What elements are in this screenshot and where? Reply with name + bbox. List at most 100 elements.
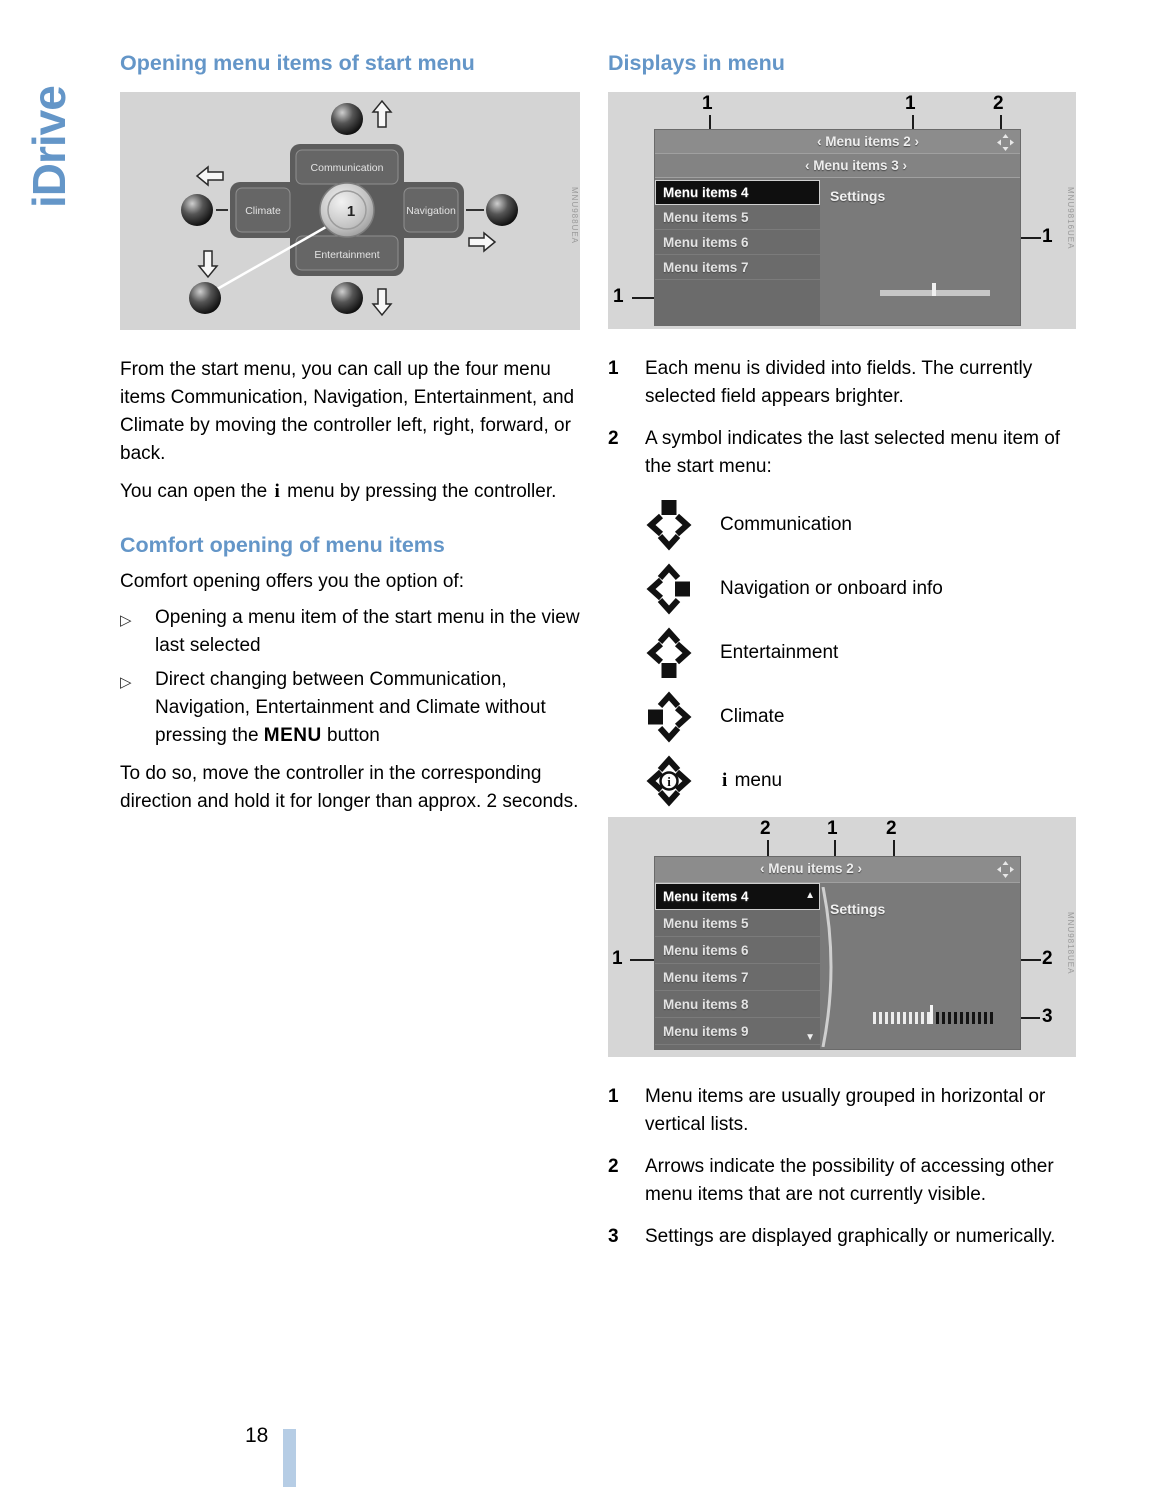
- scale-right-ticks: [936, 1012, 993, 1024]
- bullet-text: Direct changing between Communication, N…: [155, 666, 580, 750]
- symbol-row-communication: Communication: [608, 499, 1076, 551]
- callout-line: [1021, 959, 1041, 961]
- numbered-item: 3 Settings are displayed graphically or …: [608, 1223, 1076, 1251]
- svg-text:i: i: [667, 774, 671, 789]
- item-number: 2: [608, 1156, 619, 1177]
- item-number: 1: [608, 1086, 619, 1107]
- header-menu-item: ‹ Menu items 2 ›: [817, 134, 920, 149]
- controller-sphere-left: [181, 194, 213, 226]
- paragraph-comfort-intro: Comfort opening offers you the option of…: [120, 571, 464, 592]
- item-text: Arrows indicate the possibility of acces…: [645, 1156, 1054, 1205]
- text-fragment: button: [327, 725, 380, 746]
- i-menu-symbol: i: [722, 770, 728, 791]
- menu-item: Menu items 9: [655, 1018, 820, 1045]
- paragraph-open-i-menu: You can open the i menu by pressing the …: [120, 478, 580, 506]
- callout-line: [1000, 115, 1002, 144]
- figure-code: MNU988UEA: [570, 187, 579, 245]
- symbol-row-i-menu: i i menu: [608, 755, 1076, 807]
- i-menu-symbol: i: [274, 481, 280, 502]
- callout-number: 1: [905, 93, 916, 114]
- callout-number: 1: [612, 948, 623, 969]
- callout-line: [1021, 237, 1041, 239]
- callout-line: [767, 840, 769, 864]
- display-screen: ‹ Menu items 2 › ‹ Menu items 3 › Menu i…: [655, 130, 1020, 325]
- numbered-item: 2 Arrows indicate the possibility of acc…: [608, 1153, 1076, 1209]
- right-column: Displays in menu 1 1 2 1 1 ‹ Menu items …: [608, 50, 1076, 1251]
- heading-comfort-opening: Comfort opening of menu items: [120, 533, 445, 557]
- label-navigation: Navigation: [406, 205, 456, 217]
- numbered-item: 1 Menu items are usually grouped in hori…: [608, 1083, 1076, 1139]
- left-column: Opening menu items of start menu: [120, 50, 580, 816]
- page-number: 18: [245, 1424, 269, 1447]
- label-entertainment: Entertainment: [314, 249, 379, 261]
- scroll-down-arrow-icon: ▼: [805, 1032, 815, 1043]
- symbol-label: Communication: [720, 514, 852, 535]
- symbol-row-climate: Climate: [608, 691, 1076, 743]
- controller-diagram-graphic: Communication Entertainment Climate Navi…: [120, 92, 580, 330]
- list-scroll-bracket: [821, 887, 833, 1047]
- scale-left-ticks: [873, 1012, 930, 1024]
- figure-menu-display-1: 1 1 2 1 1 ‹ Menu items 2 › ‹ Menu items …: [608, 92, 1076, 329]
- nav-cross-icon: [997, 861, 1014, 878]
- item-text: Settings are displayed graphically or nu…: [645, 1226, 1056, 1247]
- header-menu-item: ‹ Menu items 2 ›: [760, 861, 863, 876]
- scroll-up-arrow-icon: ▲: [805, 890, 815, 901]
- settings-scale: [873, 1005, 993, 1024]
- nav-cross-icon: [997, 134, 1014, 151]
- menu-item: Menu items 7: [655, 964, 820, 991]
- item-number: 1: [608, 358, 619, 379]
- bullet-item: ▷ Opening a menu item of the start menu …: [120, 604, 580, 660]
- callout-number: 1: [702, 93, 713, 114]
- controller-sphere-bottom: [331, 282, 363, 314]
- screen-header-row: ‹ Menu items 2 ›: [655, 130, 1020, 154]
- label-climate: Climate: [245, 205, 281, 217]
- idrive-vertical-label: iDrive: [23, 86, 75, 208]
- callout-number: 2: [993, 93, 1004, 114]
- entertainment-direction-icon: [646, 627, 692, 678]
- menu-item: Menu items 5: [655, 205, 820, 230]
- controller-sphere-press: [189, 282, 221, 314]
- navigation-direction-icon: [646, 563, 690, 615]
- callout-line: [632, 297, 654, 299]
- item-text: A symbol indicates the last selected men…: [645, 428, 1061, 477]
- menu-item: Menu items 5: [655, 910, 820, 937]
- knob-callout-number: 1: [347, 203, 355, 220]
- i-menu-direction-icon: i: [646, 755, 692, 807]
- figure-controller-diagram: Communication Entertainment Climate Navi…: [120, 92, 580, 330]
- callout-number: 3: [1042, 1006, 1053, 1027]
- slider-tick: [932, 283, 936, 296]
- settings-label: Settings: [830, 901, 886, 917]
- screen-menu-list: Menu items 4 Menu items 5 Menu items 6 M…: [655, 180, 820, 325]
- menu-item: Menu items 6: [655, 230, 820, 255]
- item-text: Menu items are usually grouped in horizo…: [645, 1086, 1046, 1135]
- callout-line: [834, 840, 836, 864]
- heading-opening-menu-items: Opening menu items of start menu: [120, 51, 475, 75]
- symbol-label: Entertainment: [720, 642, 839, 663]
- symbol-row-navigation: Navigation or onboard info: [608, 563, 1076, 615]
- triangle-bullet-icon: ▷: [120, 674, 132, 691]
- symbol-label: Climate: [720, 706, 785, 727]
- screen-header-row: ‹ Menu items 3 ›: [655, 154, 1020, 178]
- text-fragment: menu: [734, 770, 783, 791]
- menu-item: Menu items 6: [655, 937, 820, 964]
- page-number-bar: [283, 1429, 296, 1487]
- bullet-text: Opening a menu item of the start menu in…: [155, 607, 580, 656]
- callout-number: 2: [1042, 948, 1053, 969]
- text-fragment: menu by pressing the controller.: [287, 481, 557, 502]
- communication-direction-icon: [646, 500, 692, 551]
- text-fragment: You can open the: [120, 481, 268, 502]
- screen-menu-list: Menu items 4 Menu items 5 Menu items 6 M…: [655, 883, 820, 1049]
- symbol-row-entertainment: Entertainment: [608, 627, 1076, 679]
- callout-line: [630, 959, 654, 961]
- item-number: 2: [608, 428, 619, 449]
- item-text: Each menu is divided into fields. The cu…: [645, 358, 1033, 407]
- callout-line: [893, 840, 895, 864]
- display-screen: ‹ Menu items 2 › Menu items 4 Menu items…: [655, 857, 1020, 1049]
- figure-code: MNU9816UEA: [1066, 187, 1075, 250]
- header-menu-item: ‹ Menu items 3 ›: [805, 158, 908, 173]
- settings-label: Settings: [830, 188, 886, 204]
- paragraph-start-menu: From the start menu, you can call up the…: [120, 359, 575, 464]
- menu-item-selected: Menu items 4: [655, 180, 820, 205]
- callout-number: 1: [613, 286, 624, 307]
